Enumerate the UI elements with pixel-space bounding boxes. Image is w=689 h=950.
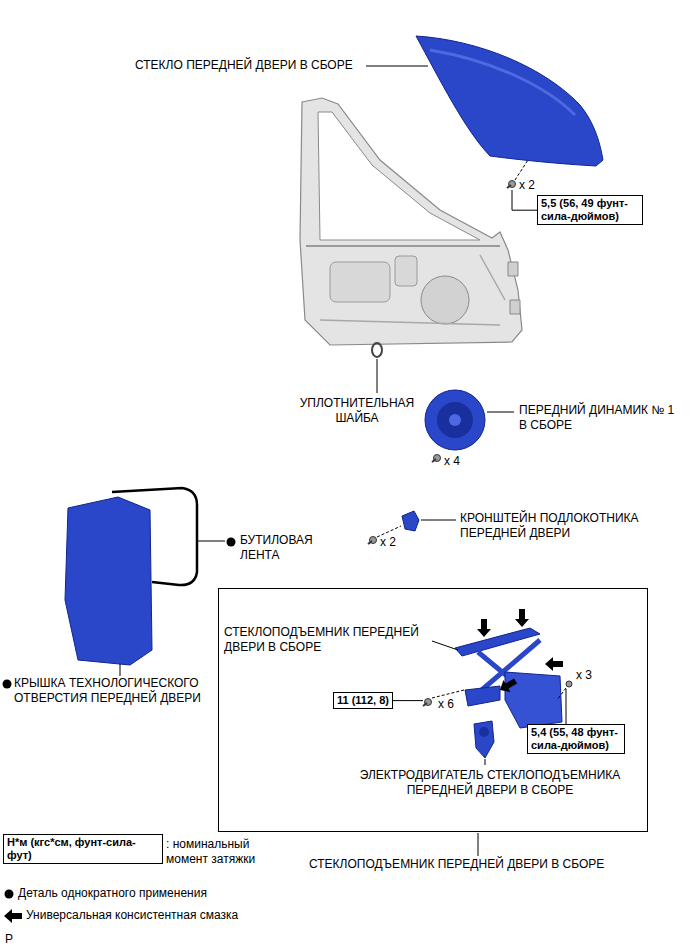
- part-label: ЭЛЕКТРОДВИГАТЕЛЬ СТЕКЛОПОДЪЕМНИКА ПЕРЕДН…: [338, 768, 642, 798]
- bolt-icon: [507, 181, 516, 189]
- grease-arrow: [477, 619, 491, 637]
- torque-value: Н*м (кгс*см, фунт-сила-фут): [7, 836, 159, 862]
- legend-text: : номинальный момент затяжки: [166, 837, 276, 867]
- butyl-tape: [112, 488, 197, 585]
- leader-line: [487, 412, 514, 413]
- leader-line: [393, 700, 423, 701]
- part-label: ПЕРЕДНИЙ ДИНАМИК № 1 В СБОРЕ: [519, 403, 685, 433]
- quantity: x 6: [438, 697, 454, 712]
- leader-line: [120, 664, 121, 676]
- single-use-mark: [3, 680, 12, 689]
- leader-line: [432, 641, 458, 650]
- quantity: x 3: [576, 668, 592, 683]
- part-label: УПЛОТНИТЕЛЬНАЯ ШАЙБА: [297, 396, 417, 426]
- door-service-hole: [330, 262, 390, 302]
- speaker-cap: [449, 414, 461, 426]
- grease-arrow: [515, 609, 529, 627]
- screw-icon: [368, 537, 377, 545]
- leader-line: [478, 833, 479, 856]
- door-window-opening: [318, 112, 480, 240]
- quantity: x 2: [380, 535, 396, 550]
- legend-arrow: [4, 909, 22, 923]
- regulator-motor-gear: [479, 727, 489, 737]
- part-label: КРОНШТЕЙН ПОДЛОКОТНИКА ПЕРЕДНЕЙ ДВЕРИ: [460, 511, 675, 541]
- dashed-leader: [432, 690, 464, 698]
- glass-highlight: [430, 50, 575, 115]
- torque-value: 11 (112, 8): [337, 694, 389, 707]
- dashed-leader: [515, 160, 528, 180]
- door-speaker-hole: [421, 276, 469, 324]
- assembly-title: СТЕКЛОПОДЪЕМНИК ПЕРЕДНЕЙ ДВЕРИ В СБОРЕ: [309, 857, 604, 871]
- leader-line: [485, 759, 486, 765]
- torque-box: 5,5 (56, 49 фунт-сила-дюймов): [537, 195, 643, 225]
- page-mark: P: [5, 932, 13, 947]
- part-label: СТЕКЛО ПЕРЕДНЕЙ ДВЕРИ В СБОРЕ: [135, 58, 353, 73]
- grease-arrow: [545, 657, 563, 671]
- legend-bullet: [5, 890, 14, 899]
- single-use-mark: [227, 538, 236, 547]
- service-hole-cover: [65, 497, 152, 665]
- speaker-cone: [437, 402, 473, 438]
- regulator-motor: [474, 721, 494, 758]
- speaker: [425, 390, 485, 450]
- door-service-hole: [395, 256, 417, 286]
- torque-box: 5,4 (55, 48 фунт-сила-дюймов): [527, 724, 625, 754]
- screw-icon: [432, 455, 441, 463]
- legend-text: Деталь однократного применения: [18, 886, 207, 901]
- dashed-leader: [557, 688, 566, 700]
- part-label: КРЫШКА ТЕХНОЛОГИЧЕСКОГО ОТВЕРСТИЯ ПЕРЕДН…: [14, 676, 219, 706]
- armrest-bracket: [402, 511, 419, 531]
- quantity: x 2: [519, 178, 535, 193]
- part-label: СТЕКЛОПОДЪЕМНИК ПЕРЕДНЕЙ ДВЕРИ В СБОРЕ: [224, 625, 429, 655]
- leader-line: [198, 541, 225, 542]
- bolt-icon: [566, 681, 572, 687]
- torque-value: 5,4 (55, 48 фунт-сила-дюймов): [531, 726, 621, 752]
- seal-washer: [372, 343, 382, 357]
- door-rib: [320, 255, 505, 325]
- regulator-bracket: [465, 686, 500, 706]
- door-hinge: [508, 262, 520, 314]
- legend-torque-box: Н*м (кгс*см, фунт-сила-фут): [3, 834, 163, 864]
- leader-line: [421, 520, 456, 521]
- leader-line: [512, 190, 537, 210]
- quantity: x 4: [444, 454, 460, 469]
- door-glass: [416, 36, 603, 166]
- bolt-icon: [423, 699, 432, 707]
- torque-box: 11 (112, 8): [333, 692, 393, 709]
- leader-line: [366, 66, 428, 67]
- door-panel: [300, 98, 522, 345]
- torque-value: 5,5 (56, 49 фунт-сила-дюймов): [541, 197, 639, 223]
- grease-arrow: [497, 675, 520, 696]
- leader-line: [377, 359, 378, 393]
- legend-text: Универсальная консистентная смазка: [26, 908, 238, 923]
- part-label: БУТИЛОВАЯ ЛЕНТА: [240, 533, 340, 563]
- leader-line: [566, 689, 567, 724]
- door-beltline: [306, 245, 500, 247]
